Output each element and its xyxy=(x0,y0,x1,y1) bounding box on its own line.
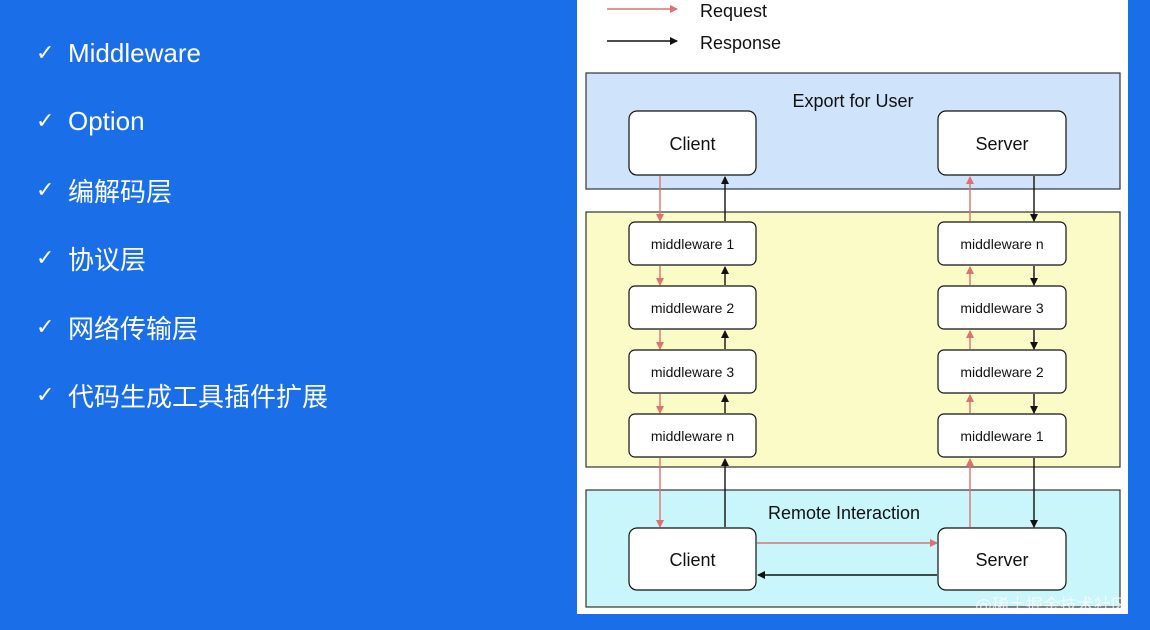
export-client-label: Client xyxy=(669,134,715,154)
client-middleware-label: middleware n xyxy=(651,428,734,444)
export-server-label: Server xyxy=(975,134,1028,154)
server-middleware-label: middleware 3 xyxy=(960,300,1043,316)
remote-section-title: Remote Interaction xyxy=(768,503,920,523)
client-middleware-label: middleware 2 xyxy=(651,300,734,316)
check-icon: ✓ xyxy=(36,109,55,134)
list-item-label: 网络传输层 xyxy=(68,313,199,344)
server-middleware-label: middleware 2 xyxy=(960,364,1043,380)
client-middleware-box xyxy=(628,413,757,458)
client-middleware-label: middleware 1 xyxy=(651,236,734,252)
export-client-box xyxy=(628,110,757,176)
list-item: ✓ 网络传输层 xyxy=(36,310,328,344)
export-section-title: Export for User xyxy=(792,91,913,111)
request-legend-label: Request xyxy=(700,1,767,21)
export-section: Export for User Client Server xyxy=(585,72,1121,190)
server-middleware-label: middleware 1 xyxy=(960,428,1043,444)
remote-flow-arrows xyxy=(757,539,938,579)
check-icon: ✓ xyxy=(36,314,55,340)
check-icon: ✓ xyxy=(36,246,55,271)
feature-list: ✓ Middleware ✓ Option ✓ 编解码层 ✓ 协议层 ✓ 网络传… xyxy=(36,36,328,447)
middleware-section: middleware 1 middleware 2 middleware 3 m… xyxy=(585,211,1121,468)
server-middleware-box xyxy=(937,413,1067,458)
diagram-canvas: Request Response Export for User Client … xyxy=(585,1,1121,608)
server-middleware-label: middleware n xyxy=(960,236,1043,252)
list-item-label: 协议层 xyxy=(68,245,147,275)
list-item-label: Option xyxy=(68,106,145,136)
client-flow-arrows xyxy=(656,176,729,528)
watermark: @稀土掘金技术社区 xyxy=(975,596,1128,616)
server-middleware-box xyxy=(937,349,1067,394)
server-middleware-box xyxy=(937,285,1067,330)
remote-section: Remote Interaction Client Server xyxy=(585,489,1121,608)
remote-server-box xyxy=(937,527,1067,591)
client-middleware-box xyxy=(628,349,757,394)
client-middleware-label: middleware 3 xyxy=(651,364,734,380)
list-item-label: 代码生成工具插件扩展 xyxy=(68,382,329,412)
server-flow-arrows xyxy=(966,176,1038,528)
list-item: ✓ Middleware xyxy=(36,36,328,70)
legend: Request Response xyxy=(607,1,781,53)
check-icon: ✓ xyxy=(36,40,55,66)
client-middleware-box xyxy=(628,285,757,330)
check-icon: ✓ xyxy=(36,383,55,408)
list-item-label: Middleware xyxy=(68,37,201,68)
list-item: ✓ 协议层 xyxy=(36,242,328,276)
client-middleware-box xyxy=(628,221,757,266)
list-item: ✓ 编解码层 xyxy=(36,173,328,207)
response-legend-label: Response xyxy=(700,33,781,53)
remote-server-label: Server xyxy=(975,550,1028,570)
list-item-label: 编解码层 xyxy=(68,176,173,207)
export-server-box xyxy=(937,110,1067,176)
list-item: ✓ 代码生成工具插件扩展 xyxy=(36,379,328,413)
list-item: ✓ Option xyxy=(36,105,328,139)
check-icon: ✓ xyxy=(36,177,55,203)
middleware-diagram: Request Response Export for User Client … xyxy=(577,0,1128,614)
server-middleware-box xyxy=(937,221,1067,266)
remote-client-label: Client xyxy=(669,550,715,570)
remote-client-box xyxy=(628,527,757,591)
